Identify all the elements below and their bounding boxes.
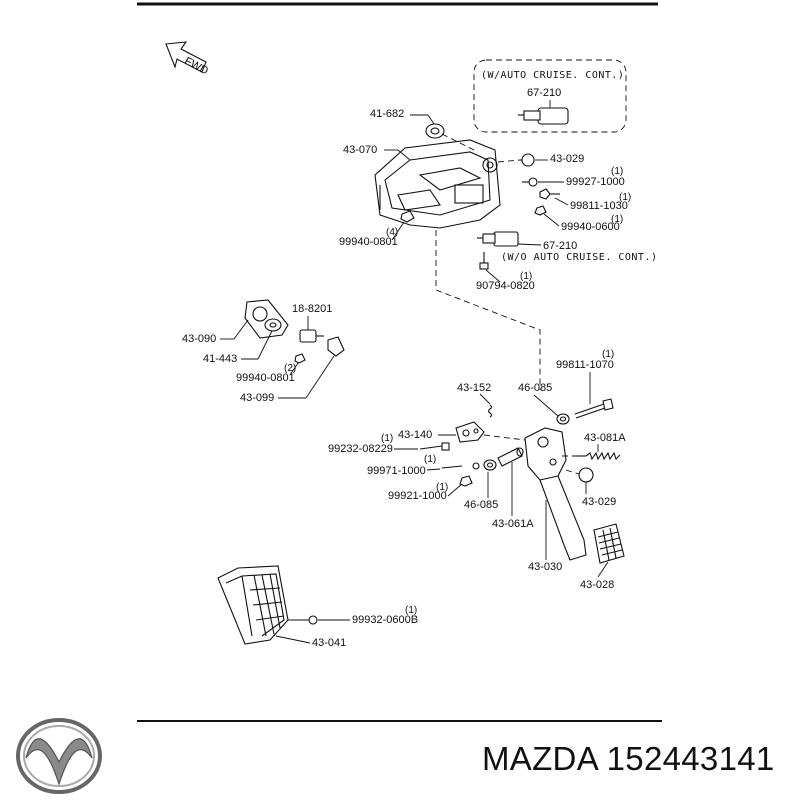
washer-99971-part bbox=[441, 462, 480, 470]
label-99932-0600B: 99932-0600B bbox=[352, 614, 418, 626]
nut-99940-0801-top-part bbox=[400, 210, 415, 223]
grommet-41-443-part bbox=[264, 318, 282, 332]
return-spring-part bbox=[576, 451, 621, 461]
stopper-right-part bbox=[578, 467, 594, 483]
qty-99940-0801-left: (2) bbox=[284, 363, 296, 374]
mazda-logo-icon bbox=[16, 718, 102, 794]
spring-43-152-part bbox=[487, 404, 493, 418]
qty-99940-0600: (1) bbox=[611, 214, 623, 225]
without-cruise-note: (W/O AUTO CRUISE. CONT.) bbox=[501, 252, 658, 263]
bushing-part bbox=[425, 123, 445, 139]
label-99811-1030: 99811-1030 bbox=[570, 200, 628, 212]
label-46-085-top: 46-085 bbox=[518, 382, 552, 394]
bolt-99927-part bbox=[522, 177, 538, 187]
stopper-top-part bbox=[520, 153, 535, 167]
label-90794-0820: 90794-0820 bbox=[476, 280, 535, 292]
label-67-210-mid: 67-210 bbox=[543, 240, 577, 252]
auto-cruise-box bbox=[473, 59, 627, 133]
brand-part-number: MAZDA 152443141 bbox=[482, 740, 775, 777]
connector-43-099-part bbox=[327, 336, 345, 357]
label-99940-0801-left: 99940-0801 bbox=[236, 372, 295, 384]
label-99971-1000: 99971-1000 bbox=[367, 465, 426, 477]
pedal-cover-assembly-part bbox=[217, 565, 289, 645]
label-43-041: 43-041 bbox=[312, 637, 346, 649]
sensor-18-8201-part bbox=[299, 329, 324, 343]
bolt-99232-part bbox=[419, 442, 450, 451]
bushing-46-085-top-part bbox=[556, 413, 570, 425]
qty-99927: (1) bbox=[611, 166, 623, 177]
label-43-090: 43-090 bbox=[182, 333, 216, 345]
label-99921-1000: 99921-1000 bbox=[388, 490, 447, 502]
label-67-210-top: 67-210 bbox=[527, 87, 561, 99]
with-cruise-note: (W/AUTO CRUISE. CONT.) bbox=[481, 70, 624, 81]
label-43-029-top: 43-029 bbox=[550, 153, 584, 165]
pivot-pin-43-061A-part bbox=[497, 447, 524, 467]
label-46-085-bottom: 46-085 bbox=[464, 499, 498, 511]
label-99940-0801-top: 99940-0801 bbox=[339, 236, 398, 248]
nut-99932-part bbox=[288, 615, 318, 625]
switch-mount-plate-part bbox=[244, 299, 289, 339]
qty-99921: (1) bbox=[436, 482, 448, 493]
label-43-140: 43-140 bbox=[398, 429, 432, 441]
brake-pedal-arm-part bbox=[524, 427, 587, 561]
bushing-46-085-bottom-part bbox=[483, 459, 497, 471]
bolt-99811-1070-part bbox=[574, 398, 614, 419]
label-43-099: 43-099 bbox=[240, 392, 274, 404]
label-41-443: 41-443 bbox=[203, 353, 237, 365]
qty-90794: (1) bbox=[520, 271, 532, 282]
fwd-arrow-icon: FWD bbox=[165, 41, 210, 77]
label-43-029-right: 43-029 bbox=[582, 496, 616, 508]
cruise-switch-part bbox=[518, 107, 569, 125]
label-43-152: 43-152 bbox=[457, 382, 491, 394]
label-99927-1000: 99927-1000 bbox=[566, 176, 625, 188]
label-99811-1070: 99811-1070 bbox=[556, 359, 614, 371]
pedal-bracket-part bbox=[374, 139, 501, 229]
qty-99971: (1) bbox=[424, 454, 436, 465]
qty-99811-1070: (1) bbox=[602, 349, 614, 360]
fwd-label: FWD bbox=[182, 55, 210, 77]
qty-99940-0801-top: (4) bbox=[386, 227, 398, 238]
qty-99811-1030: (1) bbox=[619, 192, 631, 203]
label-43-030: 43-030 bbox=[528, 561, 562, 573]
label-41-682: 41-682 bbox=[370, 108, 404, 120]
stop-light-switch-part bbox=[477, 231, 519, 247]
clip-90794-part bbox=[479, 252, 489, 270]
label-99940-0600: 99940-0600 bbox=[561, 221, 620, 233]
nut-99940-0600-part bbox=[534, 205, 547, 216]
bracket-43-140-part bbox=[455, 421, 485, 443]
nut-99940-0801-left-part bbox=[294, 353, 306, 364]
label-43-061A: 43-061A bbox=[492, 518, 534, 530]
label-43-070: 43-070 bbox=[343, 144, 377, 156]
pedal-pad-part bbox=[593, 523, 625, 564]
label-43-028: 43-028 bbox=[580, 579, 614, 591]
nut-99921-part bbox=[459, 475, 473, 487]
qty-99232: (1) bbox=[381, 433, 393, 444]
qty-99932: (1) bbox=[405, 605, 417, 616]
bolt-99811-1030-part bbox=[539, 188, 560, 200]
label-99232-08229: 99232-08229 bbox=[328, 443, 393, 455]
label-18-8201: 18-8201 bbox=[292, 303, 332, 315]
label-43-081A: 43-081A bbox=[584, 432, 626, 444]
